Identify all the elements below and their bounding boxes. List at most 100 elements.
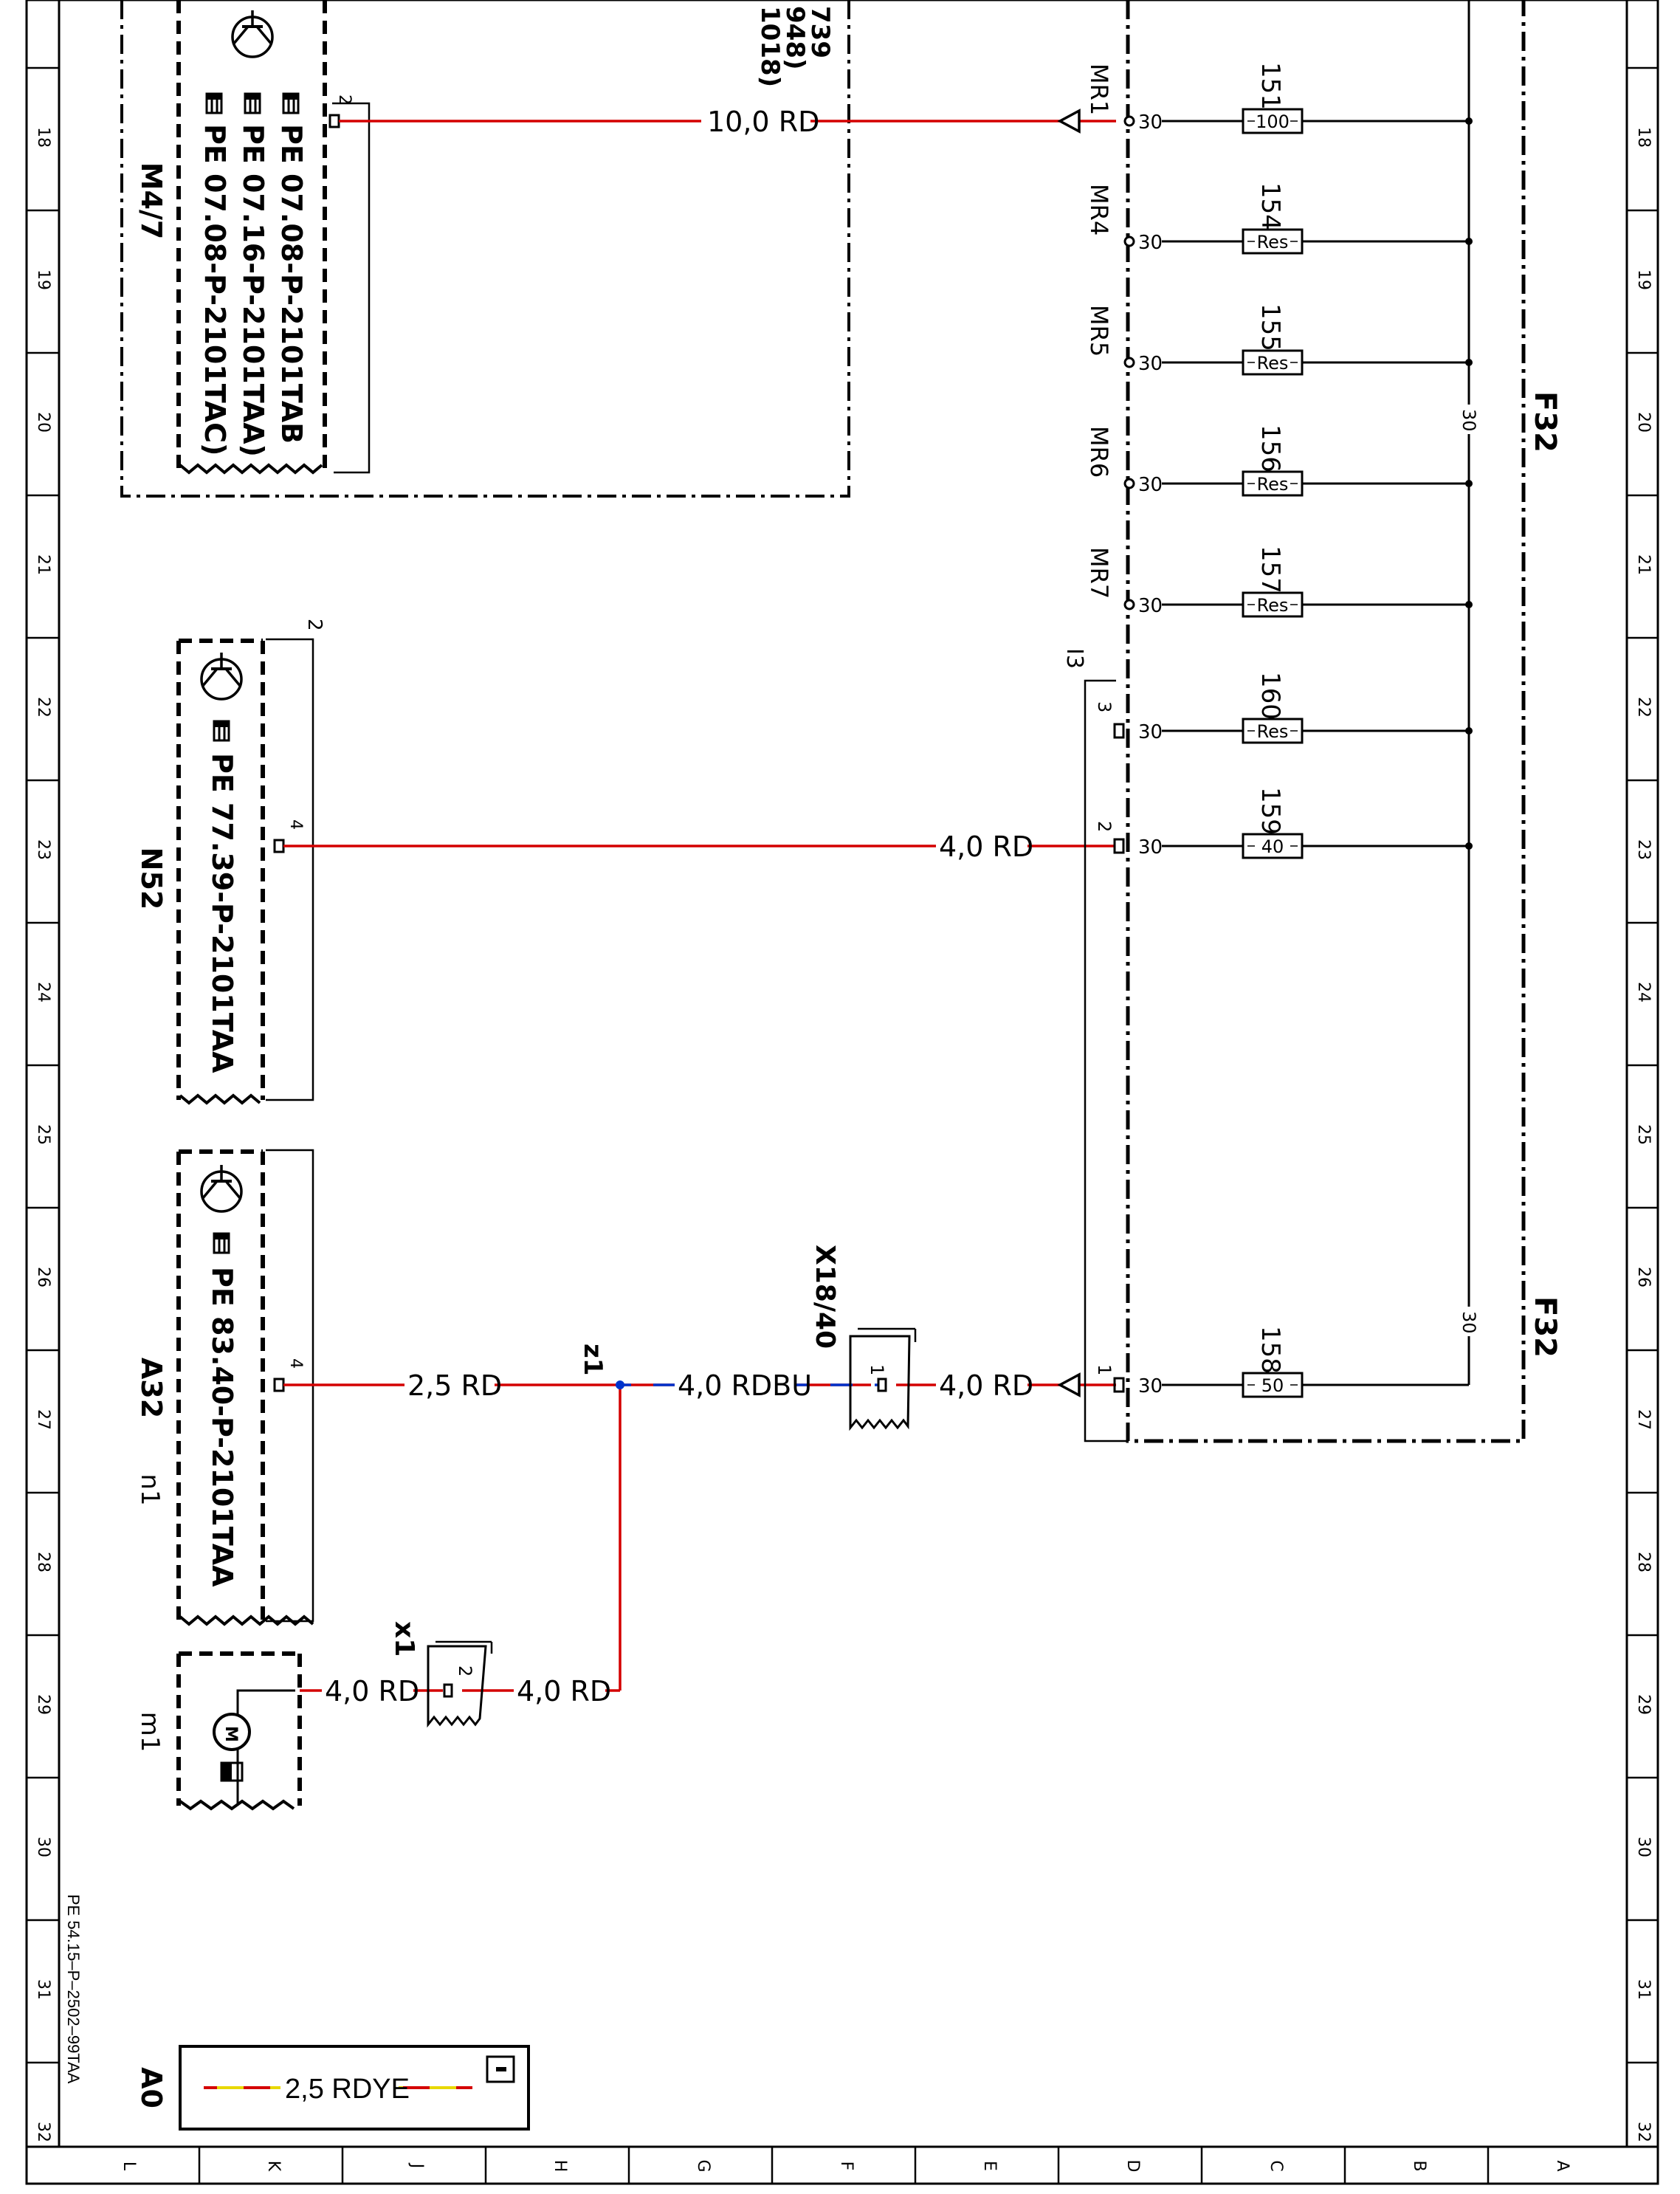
column-label: L	[120, 2162, 138, 2171]
component-name: N52	[135, 847, 168, 910]
row-label: 27	[1634, 1409, 1653, 1430]
component-ref: PE 77.39-P-2101TAA	[206, 753, 238, 1073]
svg-text:948): 948)	[780, 6, 810, 70]
fuse-rating: Res	[1257, 721, 1289, 742]
fuse-rating: Res	[1257, 232, 1289, 252]
fuse-number: 151	[1256, 62, 1285, 110]
fuse-number: 160	[1256, 672, 1285, 720]
component-ref: PE 83.40-P-2101TAA	[206, 1267, 238, 1587]
row-label: 21	[34, 554, 52, 575]
pin-terminal	[1113, 723, 1125, 739]
pin-terminal	[273, 839, 285, 853]
column-label: D	[1123, 2160, 1142, 2173]
row-label: 24	[1634, 982, 1653, 1003]
drawing-frame	[25, 0, 1659, 2185]
transistor-symbol-icon	[200, 1163, 243, 1213]
component-subname: n1	[135, 1473, 165, 1505]
component-ref: PE 07.16-P-2101TAA)	[237, 124, 269, 457]
row-label: 19	[34, 269, 52, 290]
bus-junction	[1465, 359, 1473, 366]
row-label: 30	[34, 1837, 52, 1857]
pin-label: 3	[1094, 701, 1115, 712]
row-label: 29	[1634, 1694, 1653, 1715]
column-label: F	[837, 2162, 856, 2171]
wire-label: 4,0 RD	[939, 831, 1033, 863]
bus-junction	[1465, 842, 1473, 850]
connector-x1[interactable]: 2 x1	[389, 1621, 493, 1728]
connector-name: X18/40	[810, 1245, 840, 1349]
pin-label: 4	[286, 1358, 305, 1369]
row-labels: 18 19 20 21 22 23 24 25 26 27 28 29 30 3…	[34, 127, 1653, 2142]
row-label: 31	[1634, 1979, 1653, 2000]
fuse-terminal: 30	[1138, 353, 1163, 375]
row-label: 23	[1634, 839, 1653, 860]
row-label: 25	[1634, 1124, 1653, 1145]
fuse-rating: Res	[1257, 474, 1289, 495]
fuse-label: MR1	[1085, 63, 1113, 115]
row-label: 27	[34, 1409, 52, 1430]
hand-pointer-icon	[213, 720, 230, 742]
row-label: 28	[1634, 1552, 1653, 1572]
transistor-symbol-icon	[231, 9, 274, 58]
row-label: 22	[1634, 697, 1653, 718]
row-label: 21	[1634, 554, 1653, 575]
fuse-number: 156	[1256, 424, 1285, 472]
legend-wire-label: 2,5 RDYE	[285, 2074, 410, 2105]
motor-icon: M	[213, 1689, 295, 1806]
row-label: 32	[1634, 2122, 1653, 2142]
fuse-rating: Res	[1257, 595, 1289, 616]
fuses: 10015130MR1Res15430MR4Res15530MR5Res1563…	[1085, 62, 1473, 1398]
component-a32[interactable]: PE 83.40-P-2101TAA A32 n1 4	[135, 1149, 314, 1626]
row-label: 20	[34, 412, 52, 433]
legend-a0: 2,5 RDYE A0	[135, 2045, 530, 2131]
fuse-box-f32[interactable]: 30 30 F32 F32 I3 3 2 1	[1061, 0, 1562, 1443]
pin-terminal	[1113, 1377, 1125, 1393]
row-label: 28	[34, 1552, 52, 1572]
junction-label: z1	[578, 1344, 607, 1375]
pin-label: 4	[286, 819, 305, 830]
pin-label: 1	[867, 1364, 887, 1375]
fuse-terminal: 30	[1138, 232, 1163, 254]
connector-x18-40[interactable]: 1 X18/40	[810, 1245, 917, 1431]
row-label: 26	[1634, 1267, 1653, 1287]
bus-junction	[1465, 480, 1473, 487]
fuse-terminal: 30	[1138, 721, 1163, 743]
component-n52[interactable]: PE 77.39-P-2101TAA N52 2 4	[135, 619, 326, 1105]
fuse-number: 158	[1256, 1326, 1285, 1374]
legend-name: A0	[135, 2067, 168, 2108]
bus-label: 30	[1459, 1311, 1479, 1334]
fuse-rating: 50	[1261, 1375, 1284, 1396]
wire-label: 4,0 RD	[939, 1369, 1033, 1402]
row-label: 19	[1634, 269, 1653, 290]
component-ref: PE 07.08-P-2101TAC)	[199, 124, 231, 455]
column-label: H	[551, 2160, 569, 2173]
transistor-symbol-icon	[200, 651, 243, 701]
wire-label: 4,0 RD	[517, 1675, 611, 1708]
terminal-bullet	[1123, 478, 1135, 489]
component-name: M4/7	[135, 162, 168, 240]
fuse-number: 155	[1256, 303, 1285, 351]
fuse-box-name: F32	[1528, 391, 1562, 453]
component-m4-7[interactable]: PE 07.08-P-2101TAB PE 07.16-P-2101TAA) P…	[120, 0, 850, 498]
row-label: 23	[34, 839, 52, 860]
wire-label: 4,0 RD	[325, 1675, 419, 1708]
arrow-icon	[1057, 1372, 1081, 1397]
column-label: E	[980, 2161, 999, 2171]
column-label: J	[407, 2162, 426, 2169]
component-m1[interactable]: M m1	[135, 1651, 302, 1811]
arrows	[1057, 109, 1081, 1397]
fuse-number: 157	[1256, 546, 1285, 594]
fuse-terminal: 30	[1138, 111, 1163, 134]
fuse-number: 154	[1256, 182, 1285, 230]
fuse-number: 159	[1256, 787, 1285, 835]
junction-z1	[616, 1380, 624, 1389]
